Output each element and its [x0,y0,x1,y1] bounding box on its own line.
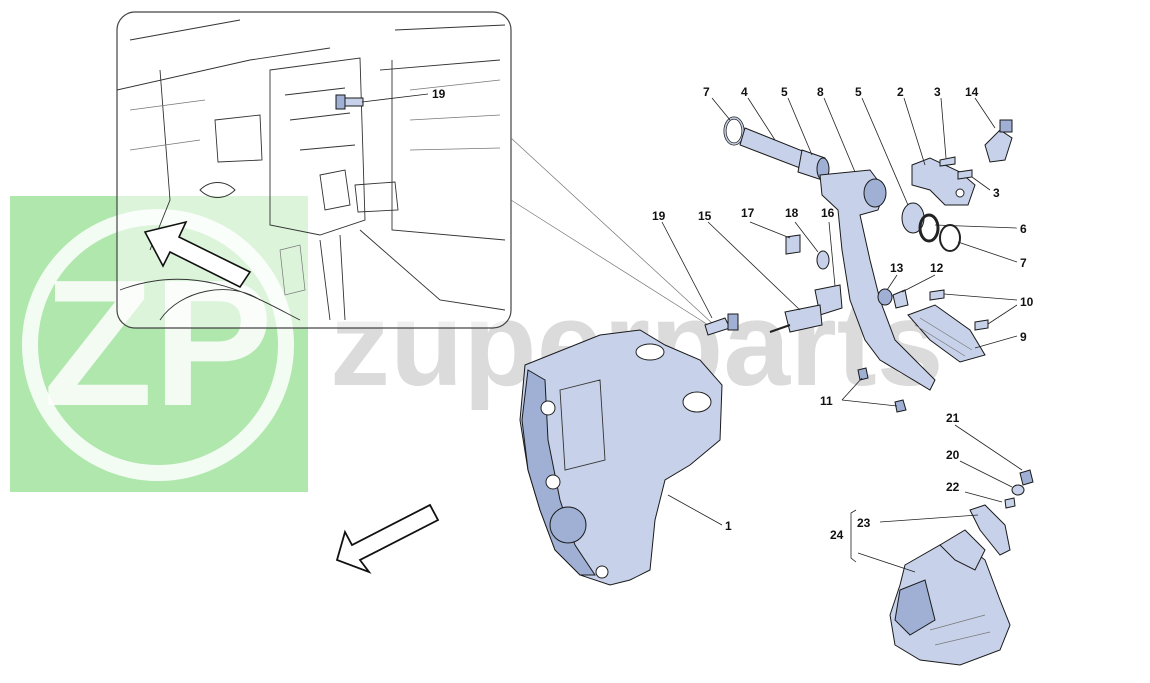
callout-19: 19 [652,209,666,223]
callout-20: 20 [946,448,960,462]
pedal-box-housing [519,329,723,586]
callout-5b: 5 [855,85,862,99]
callout-18: 18 [785,206,799,220]
callout-2: 2 [897,85,904,99]
callout-6: 6 [1020,222,1027,236]
callout-4: 4 [741,85,748,99]
direction-arrow [335,503,440,574]
inset-callout-19: 19 [432,87,446,101]
callout-3a: 3 [934,85,941,99]
callout-9: 9 [1020,330,1027,344]
inset-leader-top [510,137,714,325]
callout-7b: 7 [1020,256,1027,270]
callout-10: 10 [1020,295,1034,309]
inset-detail: 19 [116,11,512,329]
inset-leader-bottom [510,199,714,329]
callout-5a: 5 [781,85,788,99]
pedal-shaft-assembly [704,116,1013,413]
callout-1: 1 [725,519,732,533]
callout-23: 23 [857,516,871,530]
callout-7a: 7 [703,85,710,99]
callout-16: 16 [821,206,835,220]
callout-22: 22 [946,480,960,494]
callout-17: 17 [741,206,755,220]
upper-callouts: 7 4 5 8 5 2 3 14 3 6 7 [703,85,1027,270]
inset-frame [116,11,512,329]
callout-15: 15 [698,209,712,223]
inset-arrow [143,220,252,289]
callout-12: 12 [930,261,944,275]
callout-24-bracket [850,509,857,563]
callout-8: 8 [817,85,824,99]
lower-callouts: 21 20 22 23 24 [830,411,1023,573]
middle-callouts: 19 15 17 18 16 13 12 10 9 11 [652,206,1034,408]
callout-13: 13 [890,261,904,275]
callout-14: 14 [965,85,979,99]
accelerator-assembly [889,469,1034,666]
callout-3b: 3 [993,186,1000,200]
callout-21: 21 [946,411,960,425]
callout-24: 24 [830,528,844,542]
callout-11: 11 [820,394,833,408]
